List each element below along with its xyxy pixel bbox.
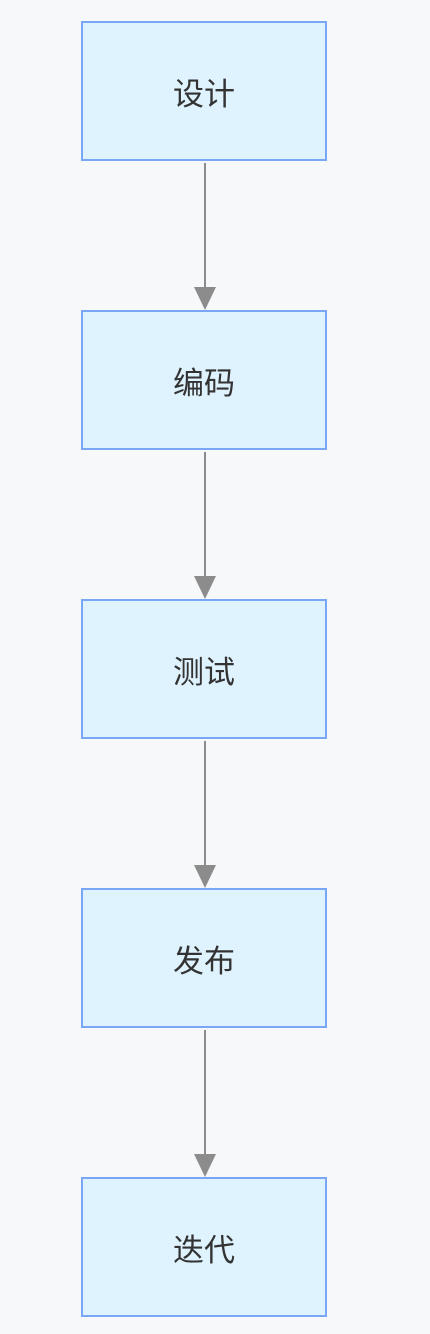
- node-iterate: 迭代: [81, 1177, 327, 1317]
- node-release: 发布: [81, 888, 327, 1028]
- node-label: 发布: [173, 943, 235, 980]
- arrowhead-icon: [194, 1154, 216, 1177]
- node-design: 设计: [81, 21, 327, 161]
- node-label: 测试: [173, 654, 235, 691]
- arrowhead-icon: [194, 865, 216, 888]
- node-label: 设计: [173, 76, 235, 113]
- edge-design-coding: [194, 163, 216, 310]
- arrowhead-icon: [194, 287, 216, 310]
- edge-coding-testing: [194, 452, 216, 599]
- arrowhead-icon: [194, 576, 216, 599]
- node-coding: 编码: [81, 310, 327, 450]
- edge-testing-release: [194, 741, 216, 888]
- node-label: 迭代: [173, 1232, 235, 1269]
- node-label: 编码: [173, 365, 235, 402]
- edge-release-iterate: [194, 1030, 216, 1177]
- node-testing: 测试: [81, 599, 327, 739]
